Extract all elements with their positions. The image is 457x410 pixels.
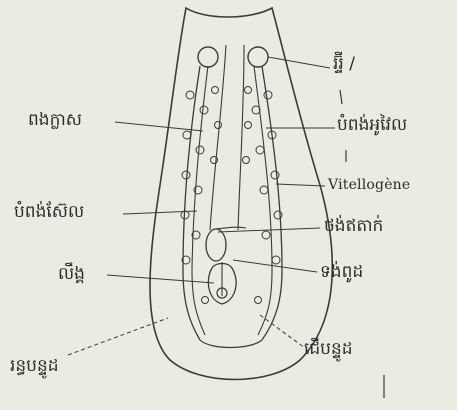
left-outer-canal bbox=[183, 66, 200, 340]
copulatory-bursa bbox=[206, 229, 226, 261]
leader-lines bbox=[68, 57, 335, 355]
vitellogene-lobules bbox=[181, 87, 282, 304]
label-right-middle: ថង់ឥតាក់ bbox=[324, 218, 383, 235]
label-bottom-left: រន្ធបន្ទូដ bbox=[10, 358, 59, 375]
label-bottom-right: ជើបន្ទូដ bbox=[304, 341, 353, 358]
right-eye bbox=[248, 47, 268, 67]
label-top-right: ររ្ទ៊ី / bbox=[333, 56, 355, 73]
label-left-upper: ពងក្លាស bbox=[28, 112, 82, 129]
bursa-stalk bbox=[216, 227, 246, 229]
right-inner-canal bbox=[238, 45, 244, 230]
label-left-middle: បំពង់ស៊ែល bbox=[14, 204, 84, 221]
label-right-upper: បំពង់អូវៃល bbox=[337, 117, 407, 134]
label-vitellogene: Vitellogène bbox=[328, 178, 410, 192]
label-left-lower: លឹង្គ bbox=[58, 266, 85, 283]
right-outer-canal bbox=[262, 66, 282, 340]
bottom-loop bbox=[200, 340, 262, 348]
left-inner-canal bbox=[210, 45, 226, 230]
left-eye bbox=[198, 47, 218, 67]
label-right-lower: ទង់ពូដ bbox=[320, 264, 363, 281]
